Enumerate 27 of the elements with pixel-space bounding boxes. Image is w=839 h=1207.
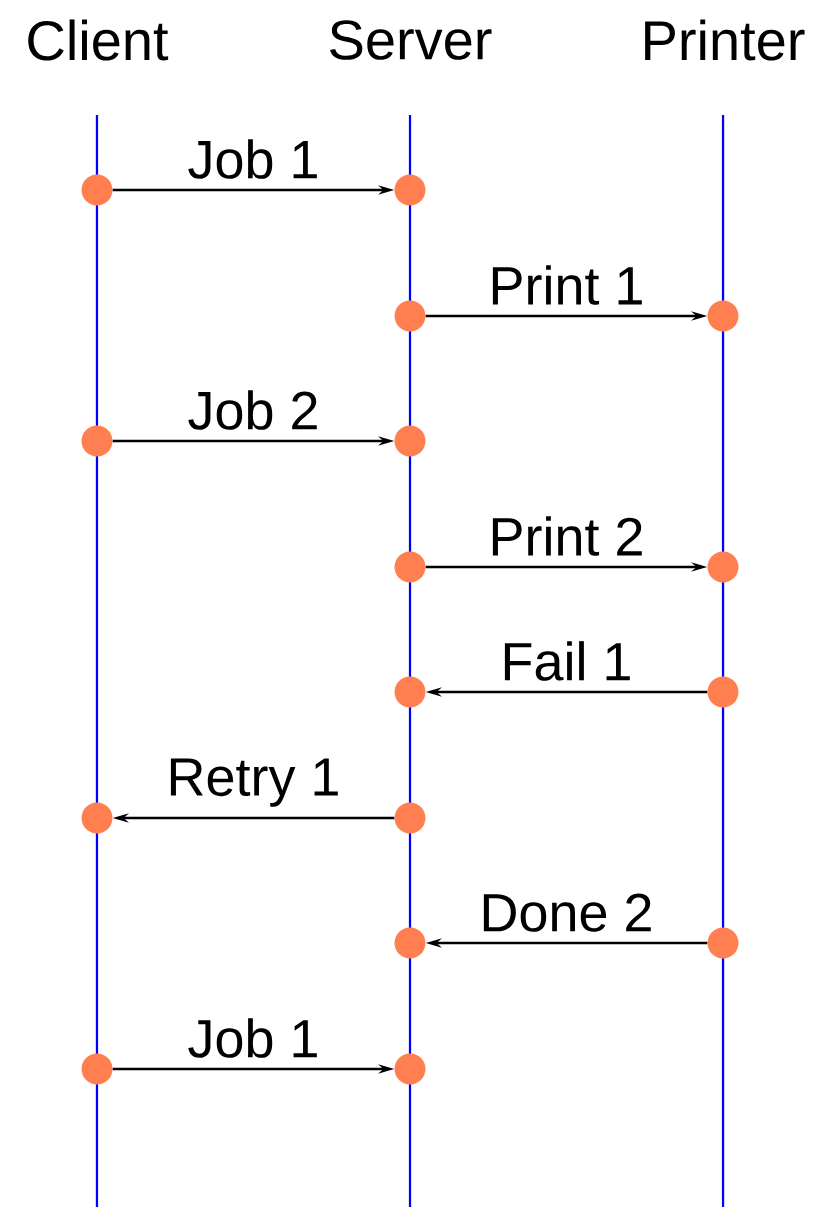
edge-label: Job 1 xyxy=(188,1018,317,1058)
event-dot xyxy=(707,676,739,708)
event-dot xyxy=(707,300,739,332)
edge-label: Print 2 xyxy=(492,516,642,556)
event-dot xyxy=(394,425,426,457)
edge-label: Retry 1 xyxy=(170,758,338,807)
edge-label: Done 2 xyxy=(483,893,651,932)
event-dot xyxy=(81,425,113,457)
edge-label: Job 2 xyxy=(188,390,317,430)
event-dot xyxy=(394,802,426,834)
event-dot xyxy=(707,551,739,583)
event-dot xyxy=(81,1053,113,1085)
event-dot xyxy=(394,551,426,583)
event-dot xyxy=(394,300,426,332)
event-dot xyxy=(81,802,113,834)
lifeline-header: Printer xyxy=(645,19,805,61)
edge-label: Fail 1 xyxy=(504,641,630,681)
event-dot xyxy=(394,927,426,959)
event-dot xyxy=(81,174,113,206)
event-dot xyxy=(707,927,739,959)
event-dot xyxy=(394,1053,426,1085)
event-dot xyxy=(394,676,426,708)
edge-label: Job 1 xyxy=(188,139,317,179)
event-dot xyxy=(394,174,426,206)
lifeline-header: Client xyxy=(28,19,169,61)
edge-label: Print 1 xyxy=(492,265,642,305)
lifeline-header: Server xyxy=(330,20,492,60)
